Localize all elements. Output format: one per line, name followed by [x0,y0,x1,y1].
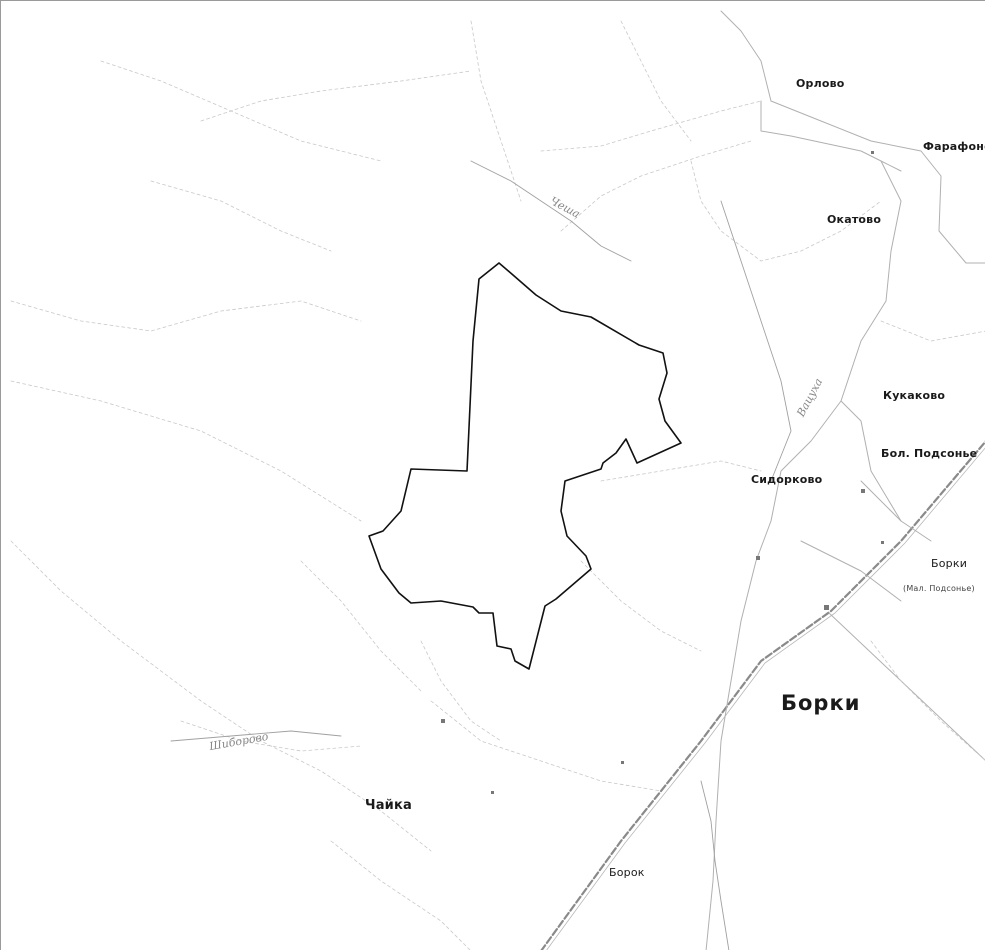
label-borki-town: Борки [781,691,861,715]
label-okatovo: Окатово [827,213,882,226]
label-farafonovo: Фарафоново [923,140,985,153]
plot-boundary[interactable] [368,262,682,670]
label-borki-village: Борки [931,557,968,570]
label-borki-village-alt: (Мал. Подсонье) [903,584,975,593]
path-lines [10,20,985,950]
river-lines [170,160,792,950]
label-sidorkovo: Сидорково [751,473,823,486]
railway-line [540,440,985,950]
road-lines [705,10,985,950]
label-bol-podsonye: Бол. Подсонье [881,447,978,460]
label-kukakovo: Кукаково [883,389,946,402]
settlement-markers [441,151,884,794]
label-chayka: Чайка [365,798,412,813]
label-borok: Борок [609,866,645,879]
label-orlovo: Орлово [796,77,845,90]
